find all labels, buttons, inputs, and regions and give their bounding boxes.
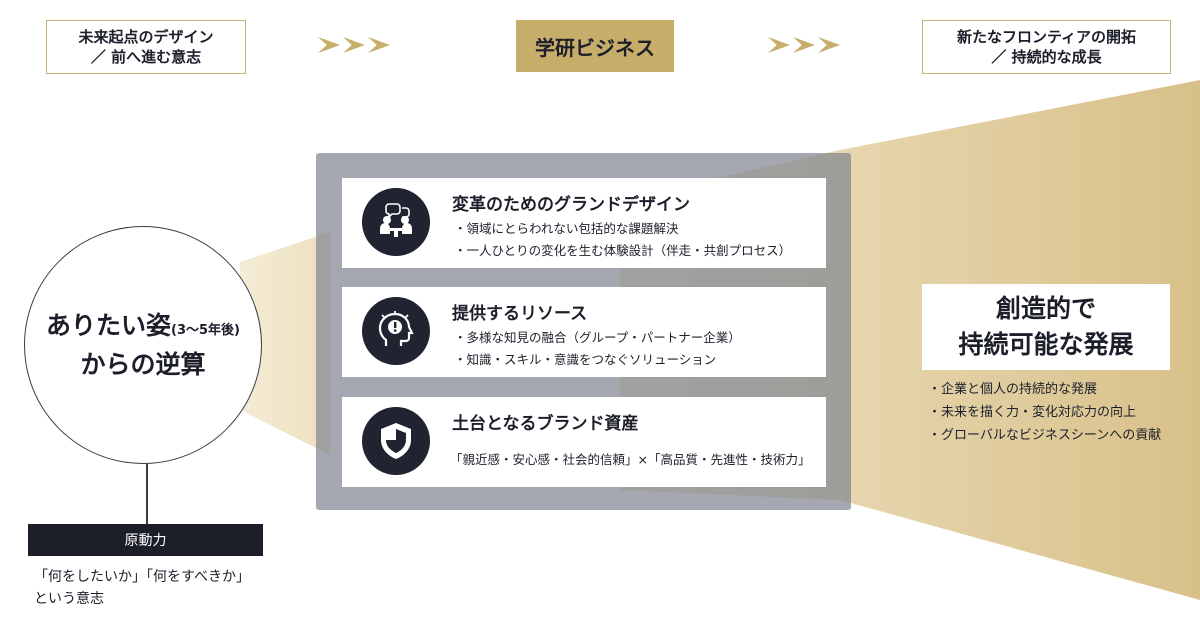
arrow-chevrons-right [768,37,840,53]
chevron-right-icon [343,37,365,53]
drive-desc-line2: という意志 [34,591,104,607]
list-item: ・グローバルなビジネスシーンへの貢献 [928,428,1162,443]
card-line: ・知識・スキル・意識をつなぐソリューション [454,352,717,367]
card-line: ・多様な知見の融合（グループ・パートナー企業） [454,330,741,345]
header-center-box: 学研ビジネス [516,20,674,72]
card-title: 変革のためのグランドデザイン [452,195,690,215]
card-line: ・一人ひとりの変化を生む体験設計（伴走・共創プロセス） [454,243,792,258]
chevron-right-icon [368,37,390,53]
result-box: 創造的で 持続可能な発展 [922,284,1170,370]
card-line: ・領域にとらわれない包括的な課題解決 [454,221,679,236]
header-right-line1: 新たなフロンティアの開拓 [956,28,1137,46]
drive-label-box: 原動力 [28,524,263,556]
origin-title-line2: からの逆算 [80,349,206,379]
drive-description: 「何をしたいか」「何をすべきか」 という意志 [34,566,250,610]
connector-line [146,464,148,524]
header-left-box: 未来起点のデザイン ／ 前へ進む意志 [46,20,246,74]
arrow-chevrons-left [318,37,390,53]
result-list: ・企業と個人の持続的な発展 ・未来を描く力・変化対応力の向上 ・グローバルなビジ… [928,378,1161,447]
drive-desc-line1: 「何をしたいか」「何をすべきか」 [34,569,251,585]
chevron-right-icon [768,37,790,53]
origin-paren: (3〜5年後) [171,322,240,338]
chevron-right-icon [318,37,340,53]
header-center-label: 学研ビジネス [535,35,655,60]
chevron-right-icon [793,37,815,53]
meeting-icon [362,188,430,256]
result-line2: 持続可能な発展 [958,330,1134,359]
header-right-box: 新たなフロンティアの開拓 ／ 持続的な成長 [922,20,1171,74]
header-right-line2: ／ 持続的な成長 [991,48,1102,66]
card-title: 土台となるブランド資産 [452,414,639,434]
origin-circle: ありたい姿(3〜5年後) からの逆算 [24,226,262,464]
list-item: ・企業と個人の持続的な発展 [928,382,1098,397]
drive-label: 原動力 [124,533,167,549]
idea-head-icon [362,297,430,365]
result-line1: 創造的で [995,294,1096,323]
header-left-line1: 未来起点のデザイン [78,28,214,46]
card-brand-assets: 土台となるブランド資産 「親近感・安心感・社会的信頼」×「高品質・先進性・技術力… [342,397,826,487]
origin-title-line1: ありたい姿(3〜5年後) [46,309,240,348]
card-grand-design: 変革のためのグランドデザイン ・領域にとらわれない包括的な課題解決 ・一人ひとり… [342,178,826,268]
card-line: 「親近感・安心感・社会的信頼」×「高品質・先進性・技術力」 [450,452,811,467]
header-left-line2: ／ 前へ進む意志 [90,48,202,66]
list-item: ・未来を描く力・変化対応力の向上 [928,405,1137,420]
origin-title: ありたい姿 [46,310,172,340]
left-beam [240,232,330,455]
card-resources: 提供するリソース ・多様な知見の融合（グループ・パートナー企業） ・知識・スキル… [342,287,826,377]
card-title: 提供するリソース [452,304,588,324]
chevron-right-icon [818,37,840,53]
shield-icon [362,407,430,475]
